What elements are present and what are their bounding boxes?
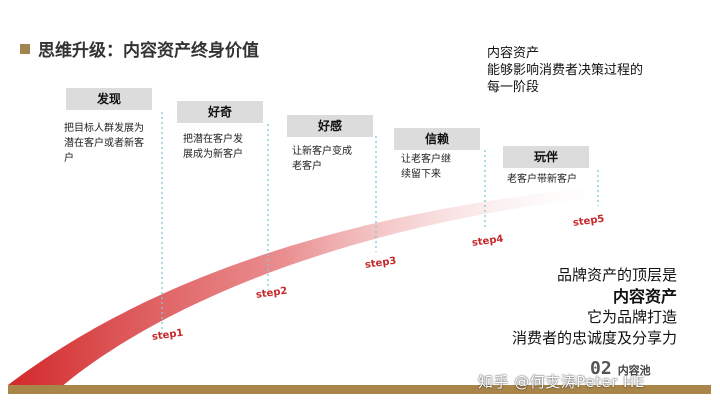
stage-text-1: 把目标人群发展为 潜在客户或者新客 户: [64, 121, 144, 166]
title-bullet-square: [20, 43, 30, 54]
stage-4-line-1: 让老客户继: [401, 154, 451, 165]
watermark-text: 知乎 @何支涛Peter HE: [478, 373, 645, 391]
growth-curve-band: [8, 185, 620, 388]
page-title: 思维升级：内容资产终身价值: [38, 41, 259, 61]
stage-5-line-1: 老客户带新客户: [507, 174, 577, 185]
description-line-3: 每一阶段: [487, 80, 540, 95]
summary-line-4: 消费者的忠诚度及分享力: [511, 329, 677, 347]
stage-text-4: 让老客户继 续留下来: [401, 152, 451, 182]
stage-2-line-2: 展成为新客户: [183, 149, 243, 160]
description-block: 内容资产 能够影响消费者决策过程的 每一阶段: [487, 45, 643, 96]
summary-line-3: 它为品牌打造: [586, 308, 677, 326]
stage-text-3: 让新客户变成 老客户: [292, 144, 352, 174]
ground-bar: [8, 385, 711, 394]
summary-line-1: 品牌资产的顶层是: [556, 266, 677, 284]
stage-3-line-1: 让新客户变成: [292, 146, 352, 157]
stage-label-4: 信赖: [394, 128, 480, 150]
description-line-1: 内容资产: [487, 46, 540, 61]
stage-1-line-2: 潜在客户或者新客: [64, 138, 144, 149]
footer-number: 02: [590, 358, 612, 379]
summary-block: 品牌资产的顶层是 内容资产 它为品牌打造 消费者的忠诚度及分享力: [512, 265, 677, 349]
stage-text-2: 把潜在客户发 展成为新客户: [183, 132, 243, 162]
description-line-2: 能够影响消费者决策过程的: [487, 63, 644, 78]
stage-2-line-1: 把潜在客户发: [183, 134, 243, 145]
stage-label-3: 好感: [287, 115, 373, 137]
stage-label-2: 好奇: [177, 101, 263, 123]
stage-4-line-2: 续留下来: [401, 169, 441, 180]
stage-label-1: 发现: [66, 88, 152, 110]
footer-label-text: 内容池: [617, 364, 651, 377]
stage-1-line-1: 把目标人群发展为: [64, 123, 144, 134]
stage-label-5: 玩伴: [503, 146, 589, 168]
stage-3-line-2: 老客户: [292, 161, 322, 172]
title-area: 思维升级：内容资产终身价值: [20, 36, 259, 61]
summary-line-2: 内容资产: [612, 287, 677, 306]
stage-1-line-3: 户: [64, 153, 74, 164]
footer-section-label: 02 内容池: [590, 358, 651, 379]
stage-text-5: 老客户带新客户: [507, 172, 577, 187]
